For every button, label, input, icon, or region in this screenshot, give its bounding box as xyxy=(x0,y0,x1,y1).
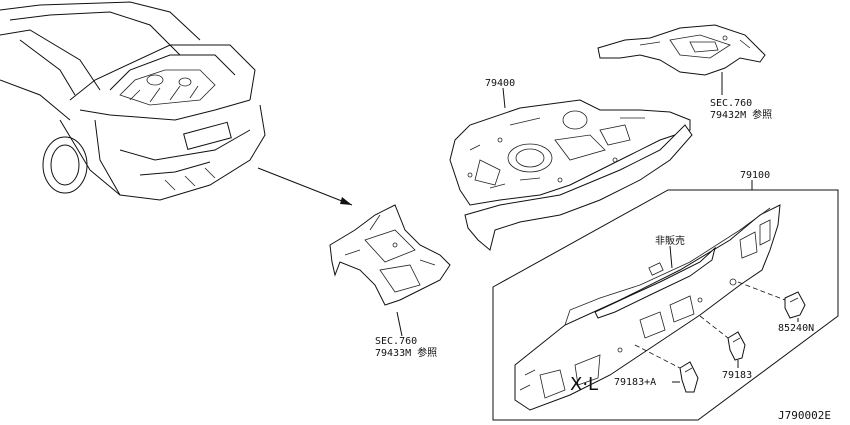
part-79183a-bracket xyxy=(634,344,699,393)
sec760-label-top: SEC.760 xyxy=(710,98,752,109)
part-sec760-79433m xyxy=(329,204,451,337)
embossed-xl-mark: X·L xyxy=(570,374,598,395)
part-79183-bracket xyxy=(699,315,746,368)
part-label-79400: 79400 xyxy=(485,78,515,89)
part-label-79100: 79100 xyxy=(740,170,770,181)
diagram-code: J790002E xyxy=(778,409,831,422)
assembly-box-79100 xyxy=(492,180,839,421)
sec760-ref-79433m: 79433M 参照 xyxy=(375,346,437,359)
sec760-ref-79432m: 79432M 参照 xyxy=(710,108,772,121)
part-label-79183a: 79183+A xyxy=(614,377,656,388)
car-rear-illustration xyxy=(0,1,266,201)
part-79400-parcel-shelf xyxy=(449,87,693,251)
sec760-label-left: SEC.760 xyxy=(375,336,417,347)
part-sec760-79432m xyxy=(597,24,766,95)
part-label-85240n: 85240N xyxy=(778,323,814,334)
part-85240n-bracket xyxy=(737,281,806,322)
locator-arrow xyxy=(257,167,353,206)
part-label-79183: 79183 xyxy=(722,370,752,381)
part-79100-rear-panel: X·L xyxy=(514,204,781,411)
not-for-sale-label: 非販売 xyxy=(655,234,685,247)
